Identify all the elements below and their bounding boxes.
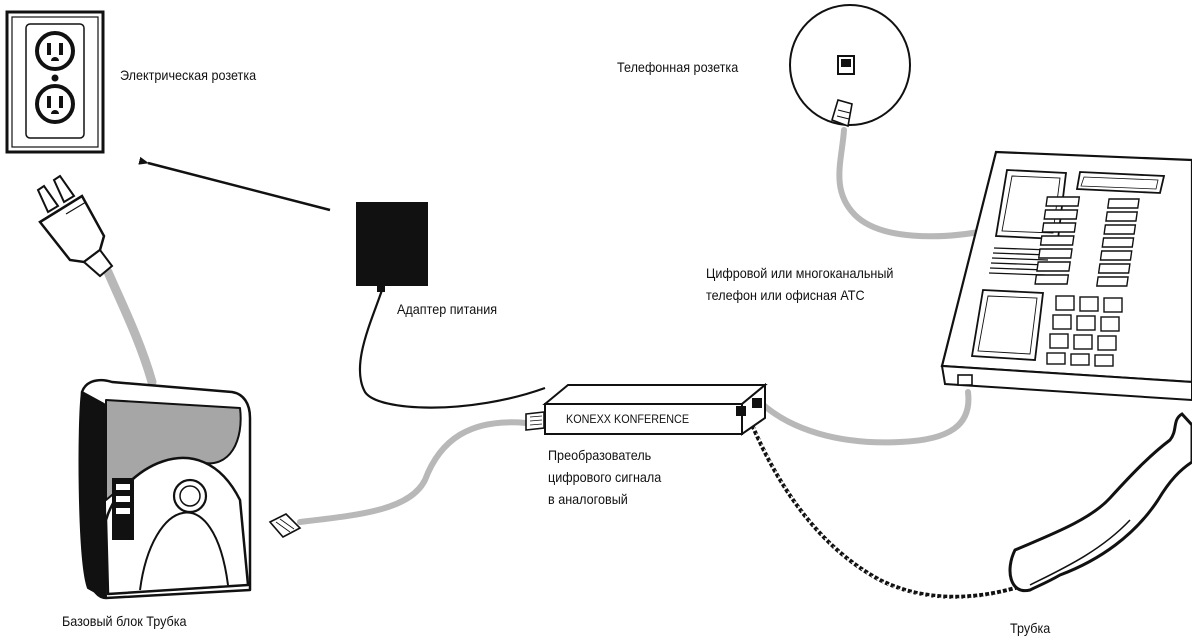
label-converter-line2: цифрового сигнала xyxy=(548,469,662,485)
label-handset: Трубка xyxy=(1010,620,1051,636)
cable-converter-to-phone xyxy=(757,389,972,446)
cable-adapter-to-converter xyxy=(358,289,546,409)
label-base-unit: Базовый блок Трубка xyxy=(62,613,187,629)
label-outlet: Электрическая розетка xyxy=(120,67,257,83)
converter-box-icon xyxy=(542,382,768,436)
rj-connector-icon xyxy=(525,411,545,431)
power-plug-icon xyxy=(36,174,114,278)
cable-base-plug xyxy=(103,267,157,387)
label-converter-line3: в аналоговый xyxy=(548,491,628,507)
phone-jack-icon xyxy=(789,4,911,128)
label-phone-jack: Телефонная розетка xyxy=(617,59,739,75)
handset-icon xyxy=(1008,412,1192,593)
label-phone-line1: Цифровой или многоканальный xyxy=(706,265,894,281)
label-phone-line2: телефон или офисная АТС xyxy=(706,287,865,303)
cable-jack-to-phone xyxy=(836,127,993,240)
office-phone-icon xyxy=(940,150,1192,402)
base-unit-icon xyxy=(78,378,252,600)
power-adapter-icon xyxy=(356,202,428,292)
arrow-icon xyxy=(138,156,331,212)
gray-cables xyxy=(103,127,993,525)
handset-cord xyxy=(748,419,1026,599)
converter-box-label: KONEXX KONFERENCE xyxy=(566,412,690,426)
label-converter-line1: Преобразователь xyxy=(548,447,652,463)
label-power-adapter: Адаптер питания xyxy=(397,301,498,317)
rj-connector-base-icon xyxy=(268,513,302,539)
cable-converter-to-base xyxy=(297,419,529,525)
wall-outlet-icon xyxy=(5,10,105,154)
